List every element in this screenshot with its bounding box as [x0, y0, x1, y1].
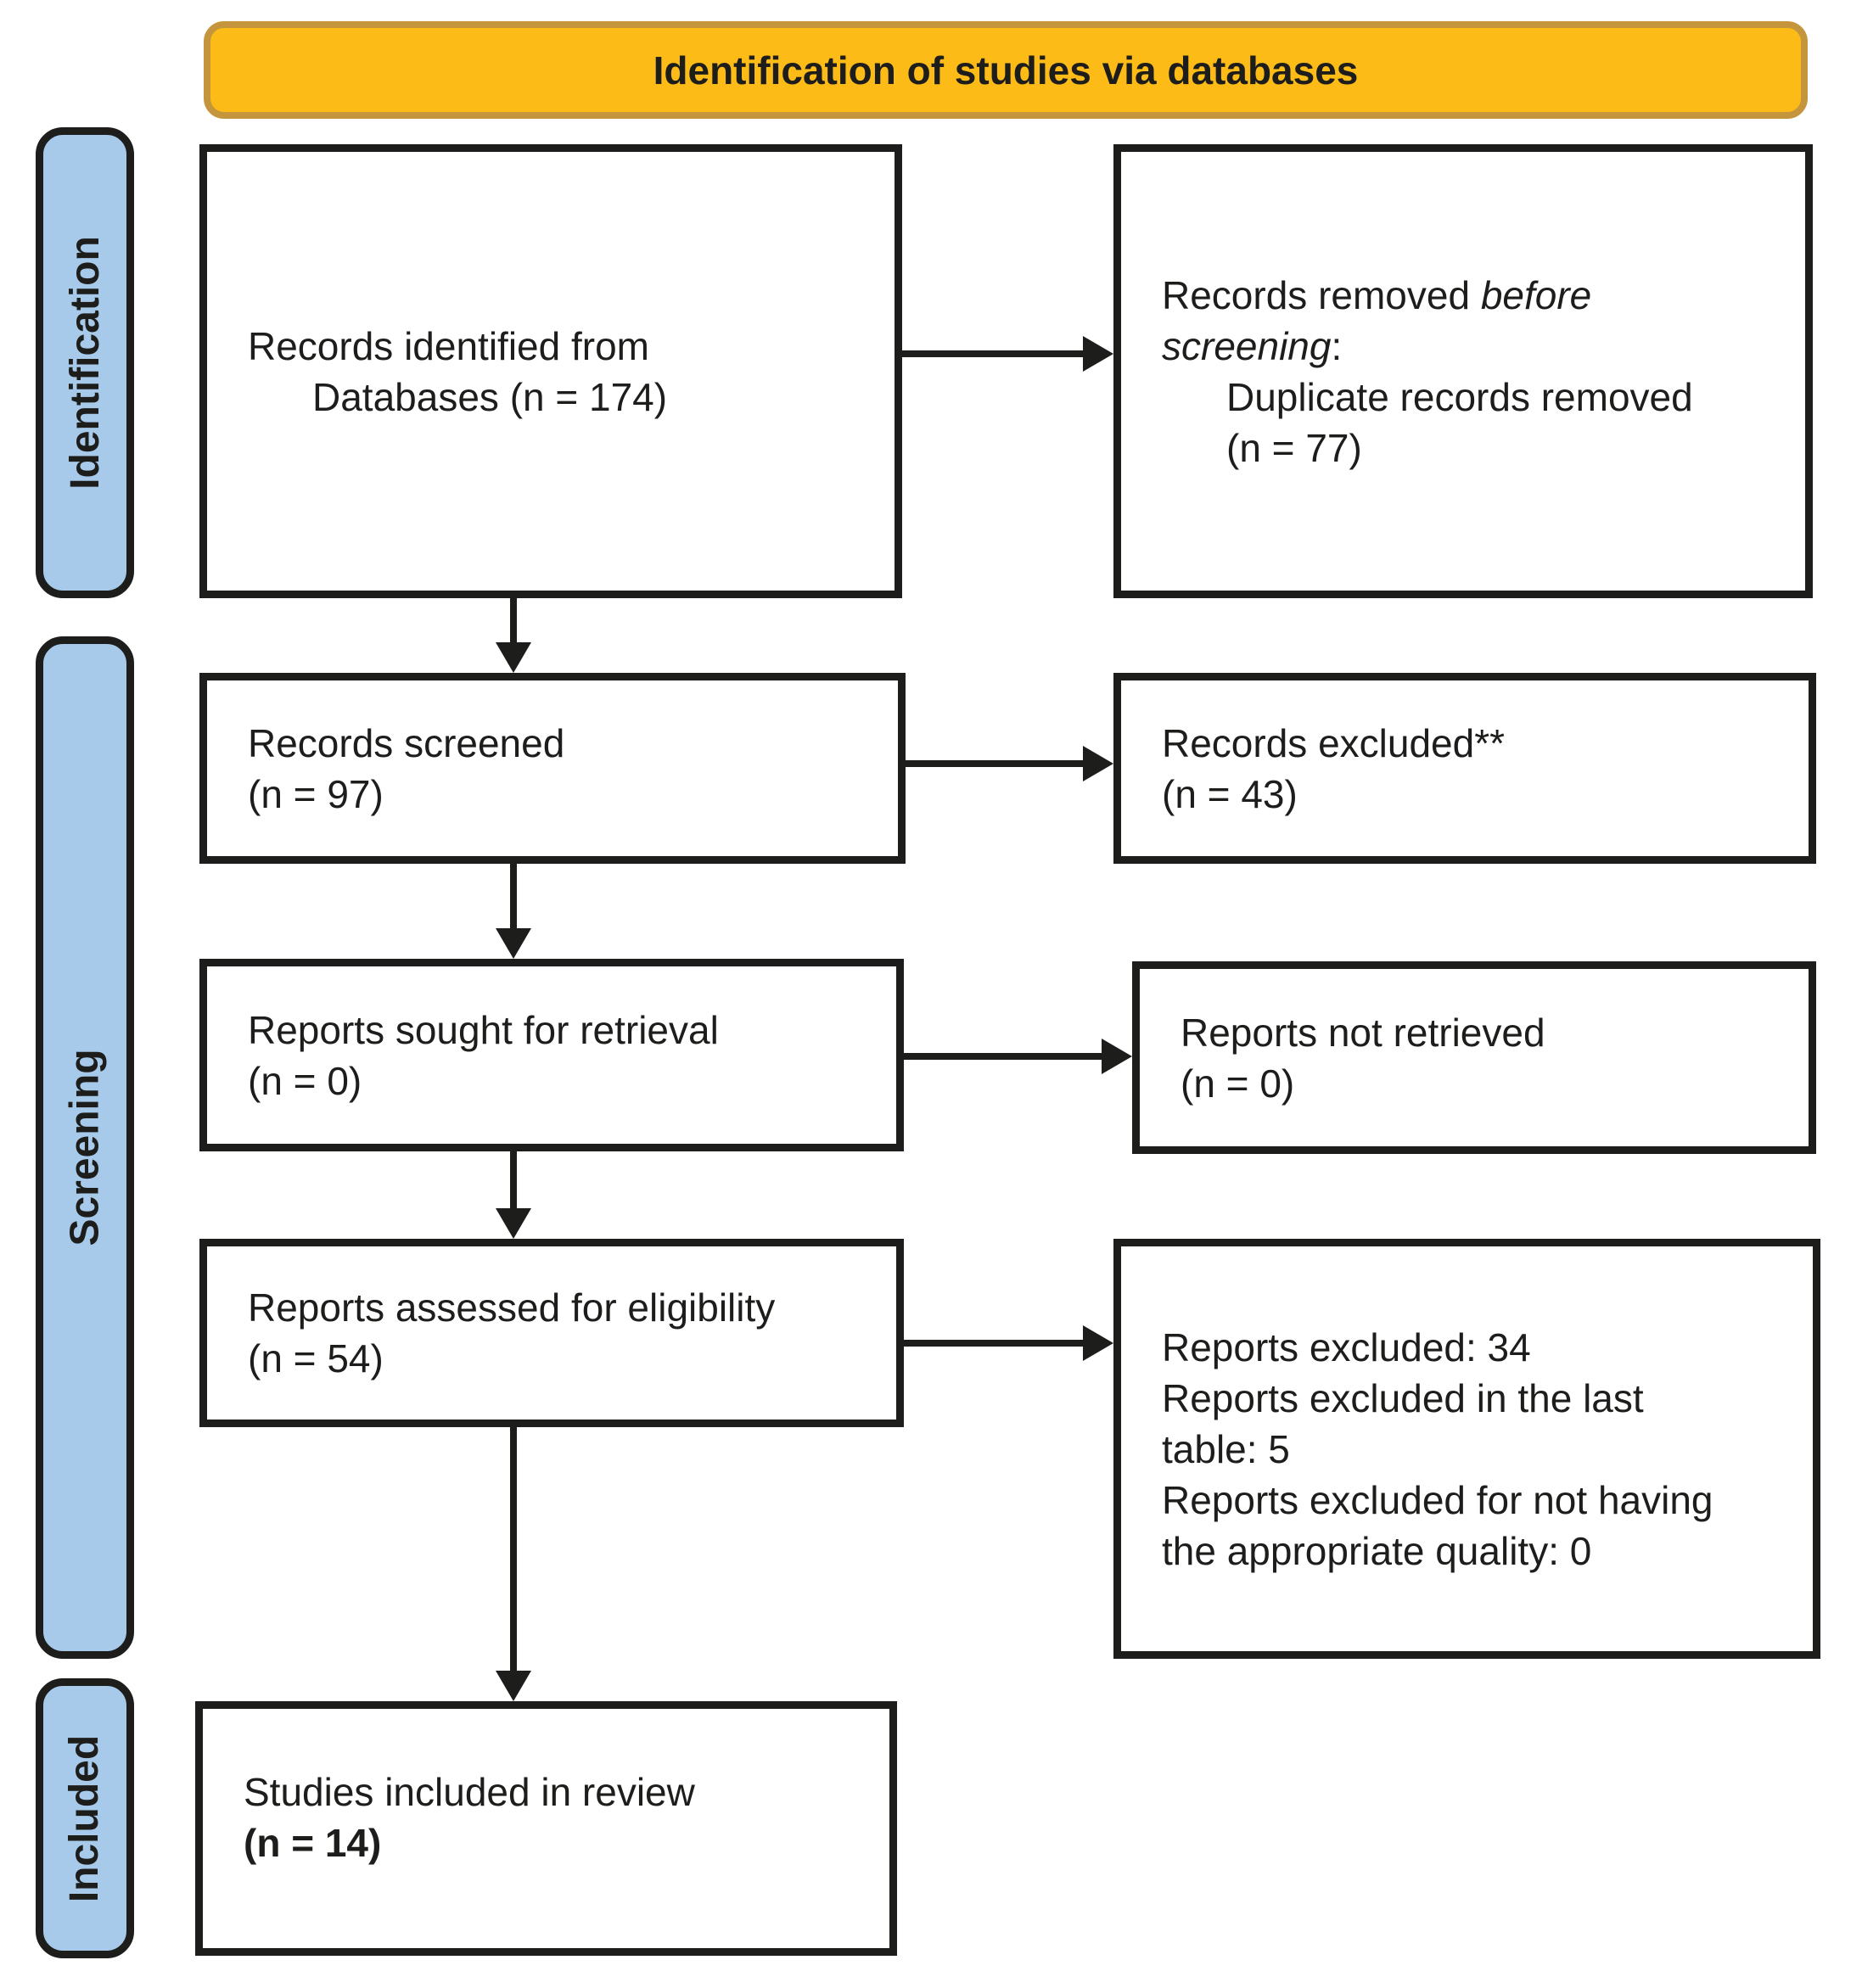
arrow-screened-to-sought-line [510, 860, 517, 930]
box-reports-assessed: Reports assessed for eligibility (n = 54… [199, 1239, 904, 1427]
box-line: (n = 43) [1162, 771, 1298, 816]
arrow-assessed-to-included-line [510, 1424, 517, 1672]
box-line: Databases (n = 174) [312, 374, 668, 419]
arrow-screened-to-excluded-line [906, 760, 1085, 767]
box-reports-sought: Reports sought for retrieval (n = 0) [199, 959, 904, 1151]
arrow-screened-to-sought-head [496, 928, 531, 959]
stage-tab-identification: Identification [36, 127, 134, 598]
box-line: Records removed before [1162, 270, 1783, 321]
stage-label-identification: Identification [62, 236, 108, 490]
box-line: (n = 0) [248, 1058, 362, 1103]
box-line: (n = 97) [248, 771, 384, 816]
arrow-assessed-to-excluded-line [904, 1340, 1085, 1347]
box-reports-not-retrieved: Reports not retrieved (n = 0) [1132, 961, 1816, 1154]
box-records-excluded: Records excluded** (n = 43) [1113, 673, 1816, 864]
box-line: Reports excluded for not having [1162, 1477, 1713, 1522]
box-line: (n = 0) [1181, 1061, 1295, 1106]
box-records-screened: Records screened (n = 97) [199, 673, 906, 864]
box-records-identified: Records identified from Databases (n = 1… [199, 144, 902, 598]
arrow-identified-to-screened-head [496, 642, 531, 673]
box-line: Duplicate records removed [1226, 374, 1693, 419]
arrow-screened-to-excluded-head [1083, 746, 1113, 781]
box-line: table: 5 [1162, 1426, 1290, 1471]
box-line: Reports sought for retrieval [248, 1007, 719, 1052]
arrow-sought-to-assessed-head [496, 1208, 531, 1239]
box-line: Reports excluded in the last [1162, 1375, 1644, 1420]
box-line: Records excluded** [1162, 720, 1506, 765]
text-segment: : [1331, 323, 1343, 368]
text-segment-italic: before [1480, 272, 1592, 317]
box-line: Reports assessed for eligibility [248, 1285, 776, 1330]
box-line: Studies included in review [244, 1770, 695, 1814]
arrow-assessed-to-excluded-head [1083, 1325, 1113, 1361]
arrow-identified-to-removed-line [902, 350, 1085, 357]
box-line: (n = 54) [248, 1336, 384, 1380]
stage-label-screening: Screening [62, 1049, 108, 1246]
box-line: Reports excluded: 34 [1162, 1324, 1531, 1369]
arrow-identified-to-screened-line [510, 592, 517, 643]
text-segment-italic: screening [1162, 323, 1332, 368]
stage-tab-included: Included [36, 1678, 134, 1958]
box-line: (n = 77) [1226, 425, 1362, 470]
box-studies-included: Studies included in review (n = 14) [195, 1701, 897, 1956]
stage-label-included: Included [62, 1734, 108, 1902]
box-line: Records screened [248, 720, 565, 765]
arrow-identified-to-removed-head [1083, 336, 1113, 372]
box-line: Records identified from [248, 323, 649, 368]
box-records-removed: Records removed before screening: Duplic… [1113, 144, 1813, 598]
title-banner: Identification of studies via databases [204, 21, 1808, 119]
box-line: the appropriate quality: 0 [1162, 1528, 1592, 1573]
box-reports-excluded-detail: Reports excluded: 34 Reports excluded in… [1113, 1239, 1820, 1659]
box-line: Reports not retrieved [1181, 1010, 1545, 1055]
box-line: (n = 14) [244, 1821, 382, 1865]
arrow-assessed-to-included-head [496, 1671, 531, 1701]
arrow-sought-to-assessed-line [510, 1148, 517, 1210]
banner-title: Identification of studies via databases [653, 48, 1359, 92]
box-line: screening: [1162, 321, 1783, 372]
arrow-sought-to-notretrieved-head [1102, 1039, 1132, 1074]
arrow-sought-to-notretrieved-line [904, 1053, 1103, 1060]
text-segment: Records removed [1162, 272, 1481, 317]
stage-tab-screening: Screening [36, 636, 134, 1659]
